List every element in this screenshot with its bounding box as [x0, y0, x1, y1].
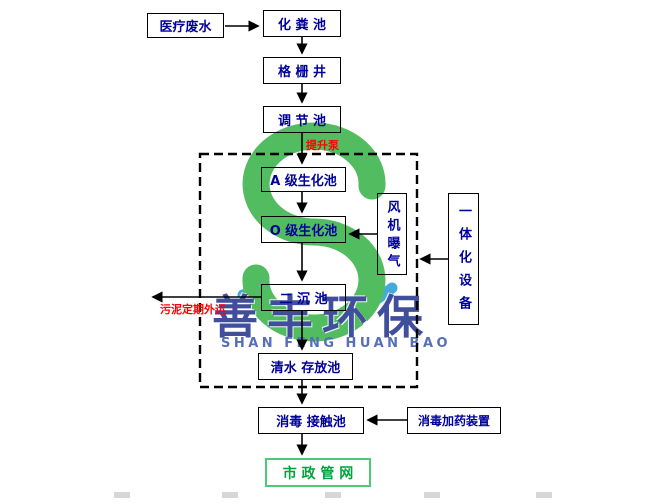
page-edge-artifact: [222, 492, 238, 498]
node-municipal-pipe-network: 市 政 管 网: [265, 458, 371, 487]
node-integrated-equipment: 一体化设备: [448, 193, 479, 325]
node-regulating-tank: 调 节 池: [263, 106, 341, 133]
node-fan-aeration: 风机曝气: [377, 193, 407, 275]
node-a-biochemical-tank: A 级生化池: [261, 167, 346, 192]
annotation-lift-pump: 提升泵: [306, 139, 339, 152]
node-disinfection-contact-tank: 消毒 接触池: [258, 407, 364, 434]
node-medical-wastewater: 医疗废水: [147, 13, 224, 38]
page-edge-artifact: [424, 492, 440, 498]
node-secondary-sedimentation-tank: 二 沉 池: [261, 284, 346, 311]
node-disinfection-dosing-device: 消毒加药装置: [407, 407, 501, 434]
node-grid-well: 格 栅 井: [263, 57, 341, 84]
page-edge-artifact: [114, 492, 130, 498]
node-o-biochemical-tank: O 级生化池: [261, 216, 346, 243]
annotation-sludge-removal: 污泥定期外运: [160, 303, 226, 316]
page-edge-artifact: [325, 492, 341, 498]
page-edge-artifact: [536, 492, 552, 498]
node-clean-water-storage-tank: 清水 存放池: [258, 353, 353, 380]
node-septic-tank: 化 粪 池: [263, 10, 341, 37]
